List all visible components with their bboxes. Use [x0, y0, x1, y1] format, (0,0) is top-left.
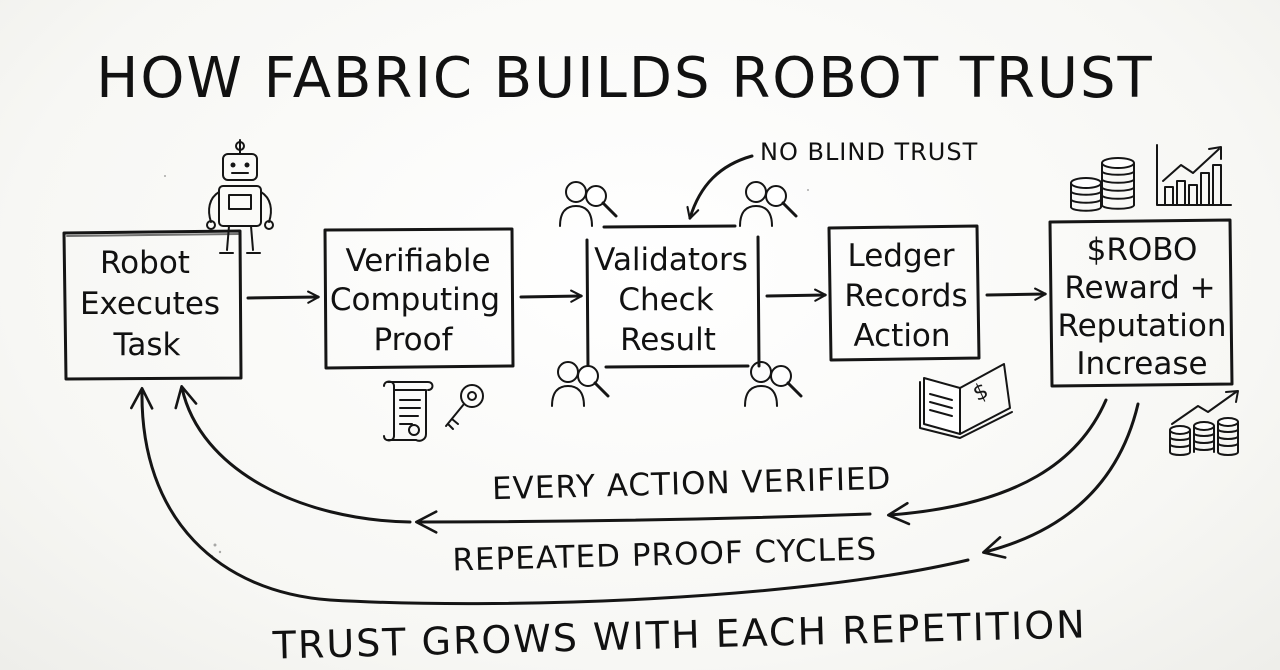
validator-icon-bottom-left	[551, 361, 610, 407]
step-ledger-records-action: Ledger Records Action	[827, 224, 981, 362]
validator-icon-top-left	[559, 181, 618, 227]
trust-grows-caption: TRUST GROWS WITH EACH REPETITION	[271, 602, 1087, 667]
coins-icon-top	[1070, 157, 1135, 212]
validator-icon-bottom-right	[744, 361, 803, 407]
arrow-step1-to-step2	[246, 290, 320, 304]
step-validators-check-result: Validators Check Result	[585, 224, 761, 370]
every-action-verified-label: EVERY ACTION VERIFIED	[492, 461, 892, 507]
step-4-line-1: Ledger	[848, 238, 955, 274]
loop-arrow-outer-right	[982, 402, 1140, 559]
arrow-step3-to-step4	[765, 288, 827, 302]
step-2-line-1: Verifiable	[345, 243, 490, 279]
paper-specks	[164, 175, 809, 557]
step-1-line-1: Robot	[100, 245, 190, 281]
step-4-line-2: Records	[844, 278, 967, 314]
robot-icon	[206, 139, 274, 254]
arrow-step2-to-step3	[519, 289, 583, 303]
repeated-proof-cycles-label: REPEATED PROOF CYCLES	[452, 531, 877, 578]
step-4-line-3: Action	[853, 318, 950, 354]
step-robo-reward-reputation: $ROBO Reward + Reputation Increase	[1048, 218, 1234, 388]
arrow-step4-to-step5	[985, 287, 1047, 301]
step-5-line-3: Reputation	[1057, 308, 1226, 344]
step-1-line-2: Executes	[80, 286, 220, 322]
step-robot-executes-task: Robot Executes Task	[62, 229, 243, 381]
key-icon	[445, 384, 484, 430]
ledger-book-icon: $	[919, 363, 1013, 439]
step-5-line-2: Reward +	[1064, 270, 1215, 306]
scroll-icon	[383, 380, 434, 442]
no-blind-trust-arrow	[686, 154, 754, 220]
step-2-line-3: Proof	[373, 322, 453, 358]
step-1-line-3: Task	[113, 327, 181, 363]
coins-growth-icon	[1169, 390, 1239, 456]
no-blind-trust-label: NO BLIND TRUST	[760, 138, 978, 166]
loop-arrow-inner-right	[886, 398, 1108, 526]
page-title: HOW FABRIC BUILDS ROBOT TRUST	[96, 46, 1153, 111]
validator-icon-top-right	[739, 181, 798, 227]
step-3-line-3: Result	[620, 322, 716, 358]
bar-chart-icon	[1156, 144, 1232, 206]
step-3-line-1: Validators	[594, 242, 748, 278]
loop-arrow-outer-arc	[130, 386, 970, 606]
step-5-line-1: $ROBO	[1087, 232, 1198, 268]
step-5-line-4: Increase	[1076, 346, 1207, 382]
step-3-line-2: Check	[618, 282, 713, 318]
loop-arrow-inner-arc	[174, 385, 412, 524]
ledger-dollar-sign: $	[969, 378, 992, 407]
loop-arrow-inner-left	[414, 510, 872, 534]
step-verifiable-computing-proof: Verifiable Computing Proof	[323, 227, 515, 370]
step-2-line-2: Computing	[330, 282, 500, 318]
